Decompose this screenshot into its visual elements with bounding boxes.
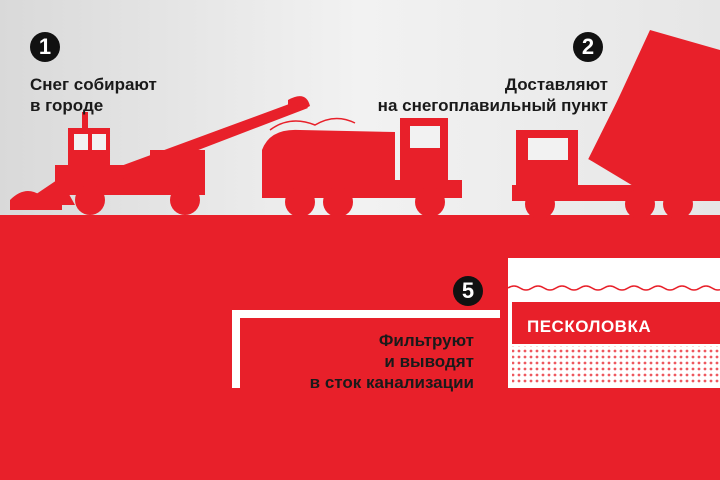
step-5-badge: 5 [453, 276, 483, 306]
dump-truck-silhouette [262, 118, 462, 217]
step-1-line-1: Снег собирают [30, 75, 157, 94]
step-5-line-1: Фильтруют [378, 331, 474, 350]
step-2-line-2: на снегоплавильный пункт [377, 96, 608, 115]
step-5-line-2: и выводят [384, 352, 474, 371]
drain-pipe [232, 310, 488, 388]
snow-loader-silhouette [20, 96, 310, 215]
sand-trap-tank [507, 258, 720, 388]
step-5-line-3: в сток канализации [309, 373, 474, 392]
step-2-caption: Доставляют на снегоплавильный пункт [378, 74, 608, 116]
tipping-truck-silhouette [512, 30, 720, 219]
step-2-line-1: Доставляют [504, 75, 608, 94]
step-1-caption: Снег собирают в городе [30, 74, 157, 116]
step-1-line-2: в городе [30, 96, 104, 115]
step-5-caption: Фильтруют и выводят в сток канализации [310, 330, 474, 393]
sand-trap-label: ПЕСКОЛОВКА [527, 317, 652, 336]
step-1-badge: 1 [30, 32, 60, 62]
step-2-badge: 2 [573, 32, 603, 62]
